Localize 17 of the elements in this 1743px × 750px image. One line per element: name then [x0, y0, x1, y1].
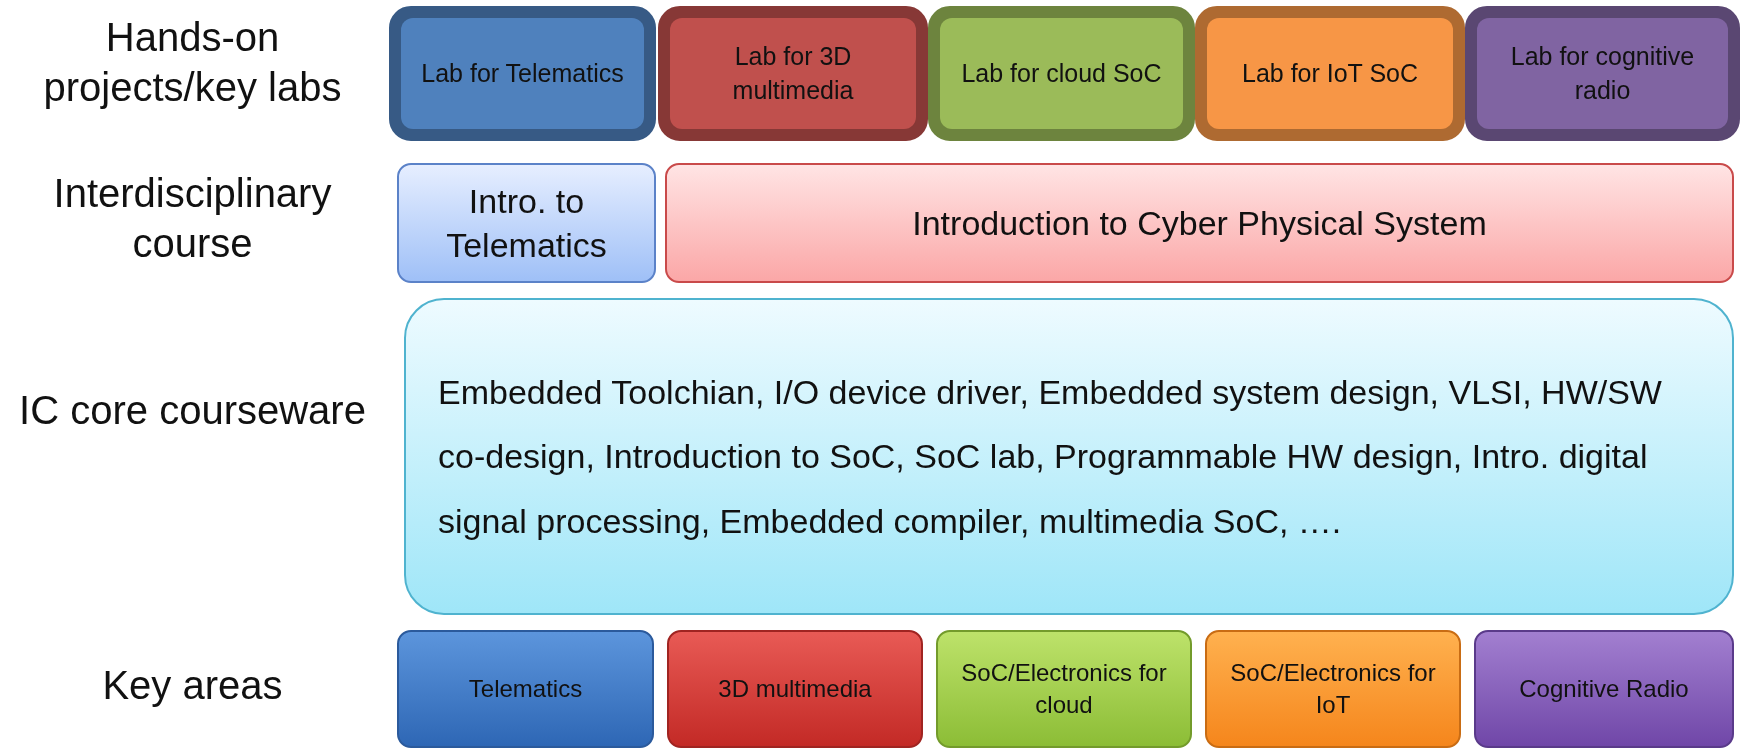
area-box: Cognitive Radio [1474, 630, 1734, 748]
row-label: IC core courseware [18, 387, 367, 434]
row-label: Key areas [101, 662, 284, 709]
lab-box: Lab for 3D multimedia [658, 6, 928, 141]
course-box: Introduction to Cyber Physical System [665, 163, 1734, 283]
area-box: Telematics [397, 630, 654, 748]
row-label: Interdisciplinary course [52, 170, 333, 267]
area-box: 3D multimedia [667, 630, 923, 748]
lab-box: Lab for cloud SoC [928, 6, 1195, 141]
row-label: Hands-on projects/key labs [42, 14, 343, 111]
lab-box: Lab for Telematics [389, 6, 656, 141]
courseware-box: Embedded Toolchian, I/O device driver, Embedded system design, VLSI, HW/SW co-design, Introduction to SoC, SoC lab, Programmable HW design, Intro. digital signal processing, Embedded compiler, multimedia SoC, …. [404, 298, 1734, 615]
lab-box: Lab for cognitive radio [1465, 6, 1740, 141]
lab-box: Lab for IoT SoC [1195, 6, 1465, 141]
area-box: SoC/Electronics for IoT [1205, 630, 1461, 748]
course-box: Intro. to Telematics [397, 163, 656, 283]
area-box: SoC/Electronics for cloud [936, 630, 1192, 748]
